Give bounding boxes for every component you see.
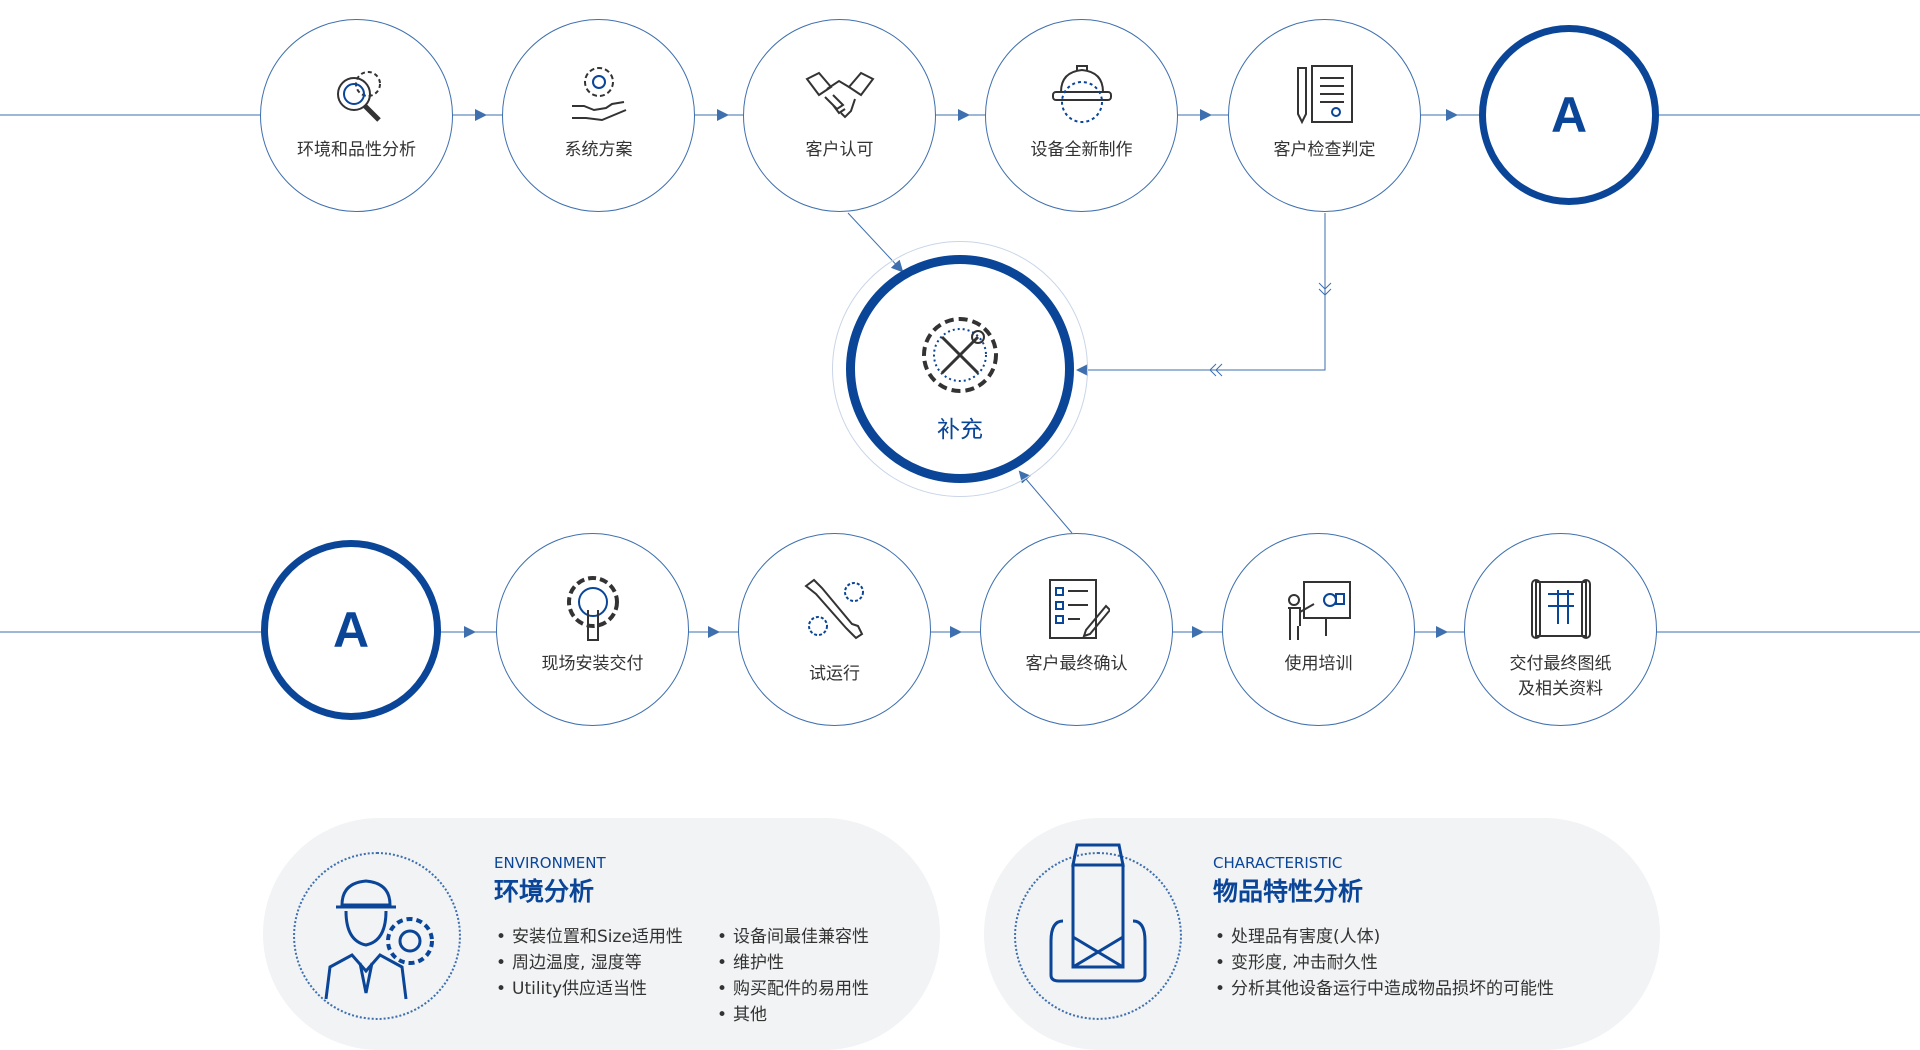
wrench-gears-icon [800,574,870,644]
row2-arrow-4 [1192,626,1204,638]
step-customer-inspection: 客户检查判定 [1228,19,1421,212]
list-item: 其他 [715,1002,869,1028]
presentation-board-icon [1284,574,1354,644]
step-label: 客户最终确认 [1025,654,1128,674]
center-label: 补充 [937,417,983,443]
step-usage-training: 使用培训 [1222,533,1415,726]
list-item: 周边温度, 湿度等 [494,950,683,976]
step-label: 试运行 [809,664,860,684]
row1-arrow-1 [475,109,487,121]
confirm-to-center-line [1018,470,1073,534]
row2-arrow-5 [1436,626,1448,638]
panel-zh-title: 物品特性分析 [1213,877,1364,906]
row2-arrow-3 [950,626,962,638]
step-trial-run: 试运行 [738,533,931,726]
step-system-plan: 系统方案 [502,19,695,212]
step-label-line1: 交付最终图纸 [1509,654,1612,674]
step-label: 环境和品性分析 [297,140,416,160]
checklist-icon [1042,574,1112,644]
left-chevrons [1209,363,1223,377]
panel-zh-title: 环境分析 [494,877,595,906]
row1-arrow-3 [958,109,970,121]
gear-wrench-icon [558,574,628,644]
handshake-icon [804,60,875,130]
list-item: 安装位置和Size适用性 [494,924,683,950]
step-final-confirm: 客户最终确认 [980,533,1173,726]
center-supplement-circle: 补充 [846,255,1074,483]
row1-arrow-5 [1446,109,1458,121]
row1-arrow-4 [1200,109,1212,121]
connector-a-bottom: A [261,540,441,720]
step-label-line2: 及相关资料 [1518,679,1603,699]
package-rolls-icon [1014,843,1182,1020]
center-outer-ring [832,241,1088,497]
env-list-right: 设备间最佳兼容性 维护性 购买配件的易用性 其他 [715,924,869,1028]
environment-panel: ENVIRONMENT 环境分析 安装位置和Size适用性 周边温度, 湿度等 … [263,818,940,1050]
step-env-analysis: 环境和品性分析 [260,19,453,212]
list-item: 设备间最佳兼容性 [715,924,869,950]
step-label: 客户检查判定 [1273,140,1376,160]
env-list-left: 安装位置和Size适用性 周边温度, 湿度等 Utility供应适当性 [494,924,683,1002]
list-item: 处理品有害度(人体) [1213,924,1554,950]
gear-magnifier-icon [322,60,392,130]
inspection-to-center-line [1076,213,1326,376]
step-label: 交付最终图纸 及相关资料 [1510,652,1612,702]
row1-arrow-2 [717,109,729,121]
list-item: 变形度, 冲击耐久性 [1213,950,1554,976]
step-onsite-install: 现场安装交付 [496,533,689,726]
step-new-manufacture: 设备全新制作 [985,19,1178,212]
step-label: 设备全新制作 [1030,140,1133,160]
step-label: 客户认可 [805,140,874,160]
panel-en-title: CHARACTERISTIC [1213,854,1343,872]
row2-arrow-1 [464,626,476,638]
panel-en-title: ENVIRONMENT [494,854,606,872]
step-customer-approval: 客户认可 [743,19,936,212]
characteristic-panel: CHARACTERISTIC 物品特性分析 处理品有害度(人体) 变形度, 冲击… [984,818,1660,1050]
step-label: 使用培训 [1284,654,1353,674]
list-item: 维护性 [715,950,869,976]
list-item: Utility供应适当性 [494,976,683,1002]
step-label: 系统方案 [564,140,633,160]
document-pencil-icon [1290,60,1360,130]
hardhat-gear-icon [1047,60,1117,130]
row2-arrow-2 [708,626,720,638]
gear-wrench-screwdriver-icon [915,310,1005,400]
list-item: 分析其他设备运行中造成物品损坏的可能性 [1213,976,1554,1002]
connector-a-top: A [1479,25,1659,205]
gear-hand-icon [564,60,634,130]
engineer-gear-icon [293,852,461,1020]
step-final-drawings: 交付最终图纸 及相关资料 [1464,533,1657,726]
blueprint-icon [1526,574,1596,644]
down-chevrons [1318,282,1332,296]
list-item: 购买配件的易用性 [715,976,869,1002]
step-label: 现场安装交付 [541,654,644,674]
char-list: 处理品有害度(人体) 变形度, 冲击耐久性 分析其他设备运行中造成物品损坏的可能… [1213,924,1554,1002]
